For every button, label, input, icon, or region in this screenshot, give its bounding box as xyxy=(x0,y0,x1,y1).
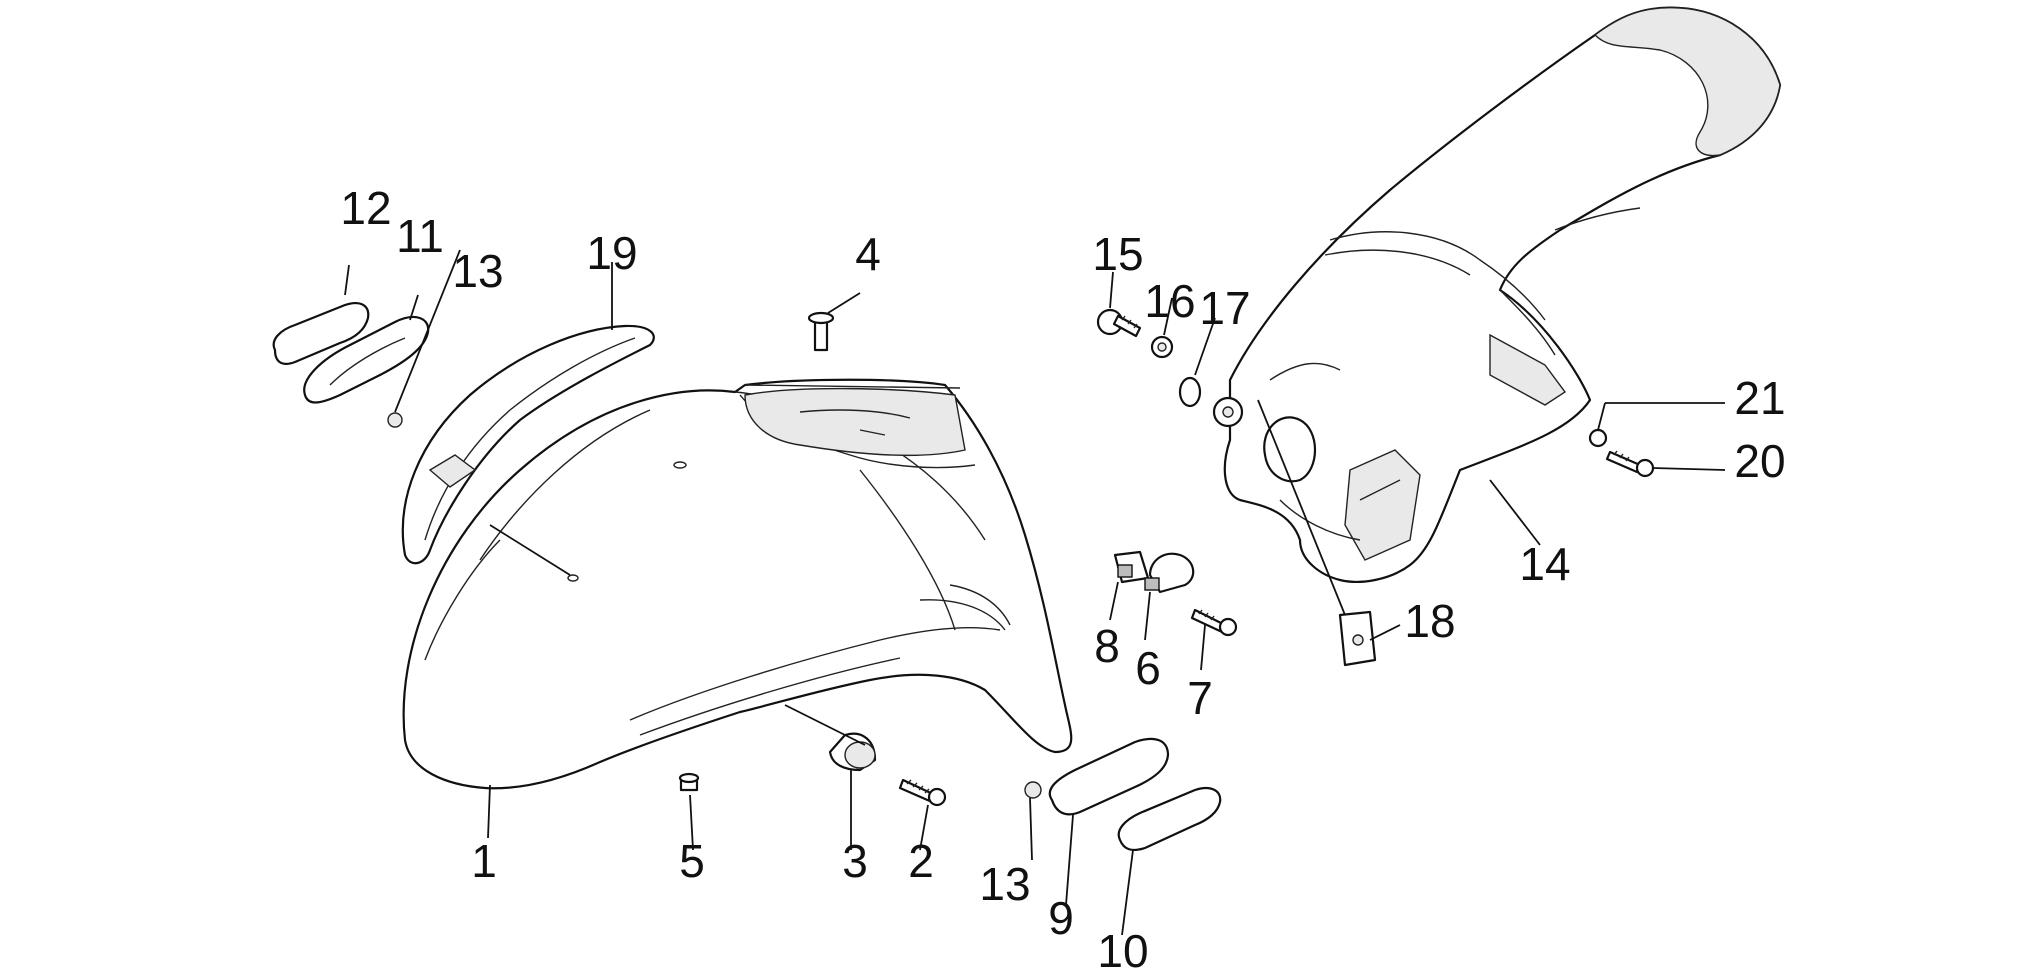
side-screw xyxy=(898,778,947,807)
callout-20: 20 xyxy=(1734,435,1785,487)
callout-4: 4 xyxy=(855,228,881,280)
callout-9: 9 xyxy=(1048,892,1074,944)
top-screw xyxy=(807,311,835,352)
callout-3: 3 xyxy=(842,835,868,887)
mount-hardware-20-21 xyxy=(1588,428,1655,478)
callout-17: 17 xyxy=(1199,282,1250,334)
lower-bolt xyxy=(678,772,700,792)
left-reflector-assembly xyxy=(272,301,430,428)
callout-16: 16 xyxy=(1144,275,1195,327)
callout-19: 19 xyxy=(586,227,637,279)
rear-fender xyxy=(1223,6,1782,583)
callout-18: 18 xyxy=(1404,595,1455,647)
callout-6: 6 xyxy=(1135,642,1161,694)
callout-8: 8 xyxy=(1094,620,1120,672)
nut-plate xyxy=(1338,610,1377,667)
callout-10: 10 xyxy=(1097,925,1148,973)
callout-7: 7 xyxy=(1187,672,1213,724)
right-reflector-assembly xyxy=(1024,737,1222,851)
callout-15: 15 xyxy=(1092,228,1143,280)
leader-lines xyxy=(344,249,1726,936)
mount-hardware-15-17 xyxy=(1096,308,1244,428)
callout-1: 1 xyxy=(471,835,497,887)
callout-21: 21 xyxy=(1734,372,1785,424)
end-cap xyxy=(828,732,877,772)
hose-clamp-assembly xyxy=(1113,550,1238,637)
callout-13-right: 13 xyxy=(979,858,1030,910)
callout-14: 14 xyxy=(1519,538,1570,590)
callout-12: 12 xyxy=(340,182,391,234)
front-trim-piece xyxy=(401,324,655,565)
callout-11: 11 xyxy=(396,210,444,262)
front-fender xyxy=(402,378,1073,790)
callout-2: 2 xyxy=(908,835,934,887)
callout-labels: 1 2 3 4 5 6 7 8 9 10 11 12 13 13 14 15 1… xyxy=(340,182,1785,973)
callout-13-left: 13 xyxy=(452,245,503,297)
callout-5: 5 xyxy=(679,835,705,887)
